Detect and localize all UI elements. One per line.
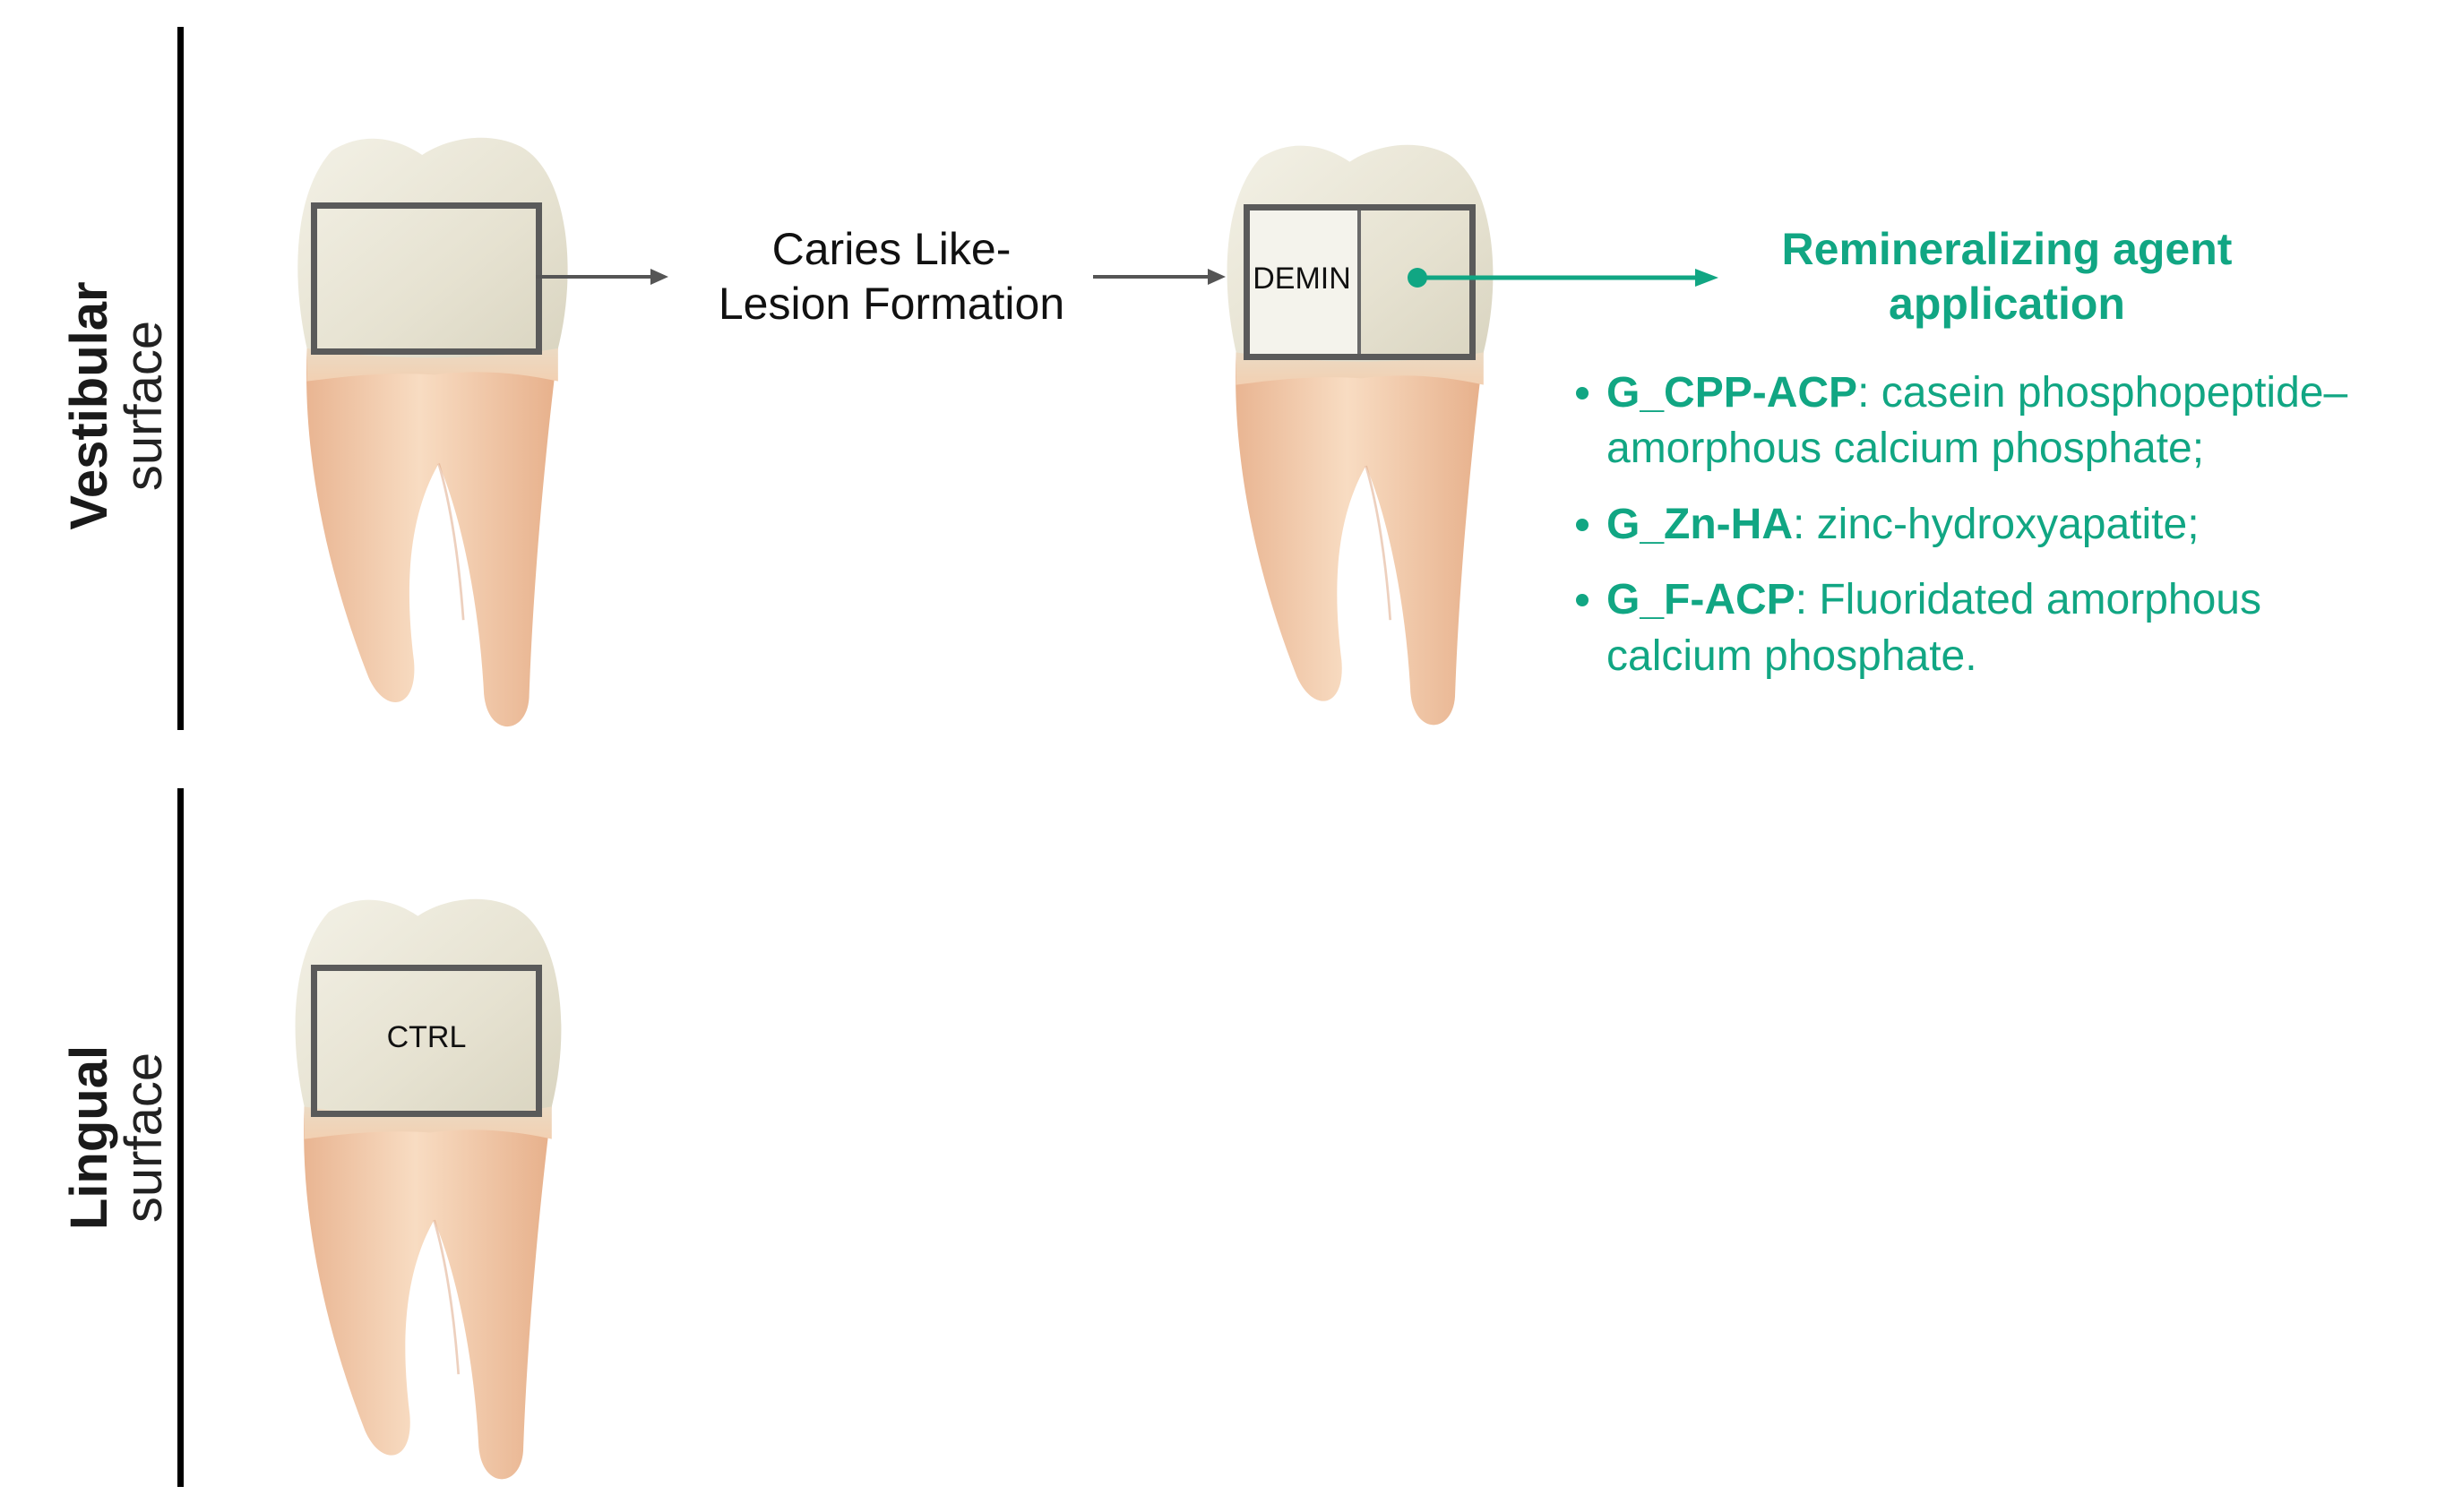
agent-sep: : (1792, 500, 1817, 548)
vestibular-label-light: surface (114, 320, 173, 492)
agent-code: G_F-ACP (1606, 576, 1795, 624)
agent-code: G_CPP-ACP (1606, 369, 1858, 417)
caries-lesion-formation-label: Caries Like- Lesion Formation (690, 222, 1093, 331)
agent-desc: Fluoridated amorphous calcium phosphate. (1606, 576, 2261, 680)
demin-label: DEMIN (1253, 262, 1351, 296)
lingual-surface-label: Lingual surface (60, 985, 197, 1290)
remin-title-line-1: Remineralizing agent (1781, 224, 2233, 274)
remineralizing-agent-title: Remineralizing agent application (1702, 222, 2312, 331)
agent-item-zn-ha: G_Zn-HA: zinc-hydroxyapatite; (1572, 497, 2432, 553)
ctrl-window-box (311, 965, 542, 1117)
caries-line-2: Lesion Formation (718, 279, 1065, 329)
agent-desc: zinc-hydroxyapatite; (1816, 500, 2200, 548)
demin-window-box (1244, 204, 1476, 360)
initial-window-box (311, 202, 542, 355)
vestibular-divider (177, 27, 184, 730)
ctrl-label: CTRL (386, 1020, 467, 1054)
agent-list: G_CPP-ACP: casein phosphopeptide–amorpho… (1572, 365, 2432, 704)
vestibular-surface-label: Vestibular surface (60, 262, 197, 549)
agent-sep: : (1857, 369, 1881, 417)
lingual-label-bold: Lingual (60, 1044, 118, 1231)
agent-desc: casein phosphopeptide–amorphous calcium … (1606, 369, 2348, 473)
lingual-divider (177, 788, 184, 1487)
lingual-label-light: surface (114, 1052, 173, 1224)
remin-title-line-2: application (1889, 279, 2125, 329)
agent-code: G_Zn-HA (1606, 500, 1793, 548)
vestibular-label-bold: Vestibular (60, 281, 118, 530)
arrow-to-demin-tooth (1093, 269, 1226, 285)
caries-line-1: Caries Like- (771, 224, 1012, 274)
demin-half (1250, 210, 1361, 354)
agent-sep: : (1795, 576, 1820, 624)
agent-item-f-acp: G_F-ACP: Fluoridated amorphous calcium p… (1572, 572, 2395, 684)
agent-item-cpp-acp: G_CPP-ACP: casein phosphopeptide–amorpho… (1572, 365, 2432, 477)
arrow-to-caries-step (536, 269, 668, 285)
green-application-arrow (1408, 268, 1718, 288)
